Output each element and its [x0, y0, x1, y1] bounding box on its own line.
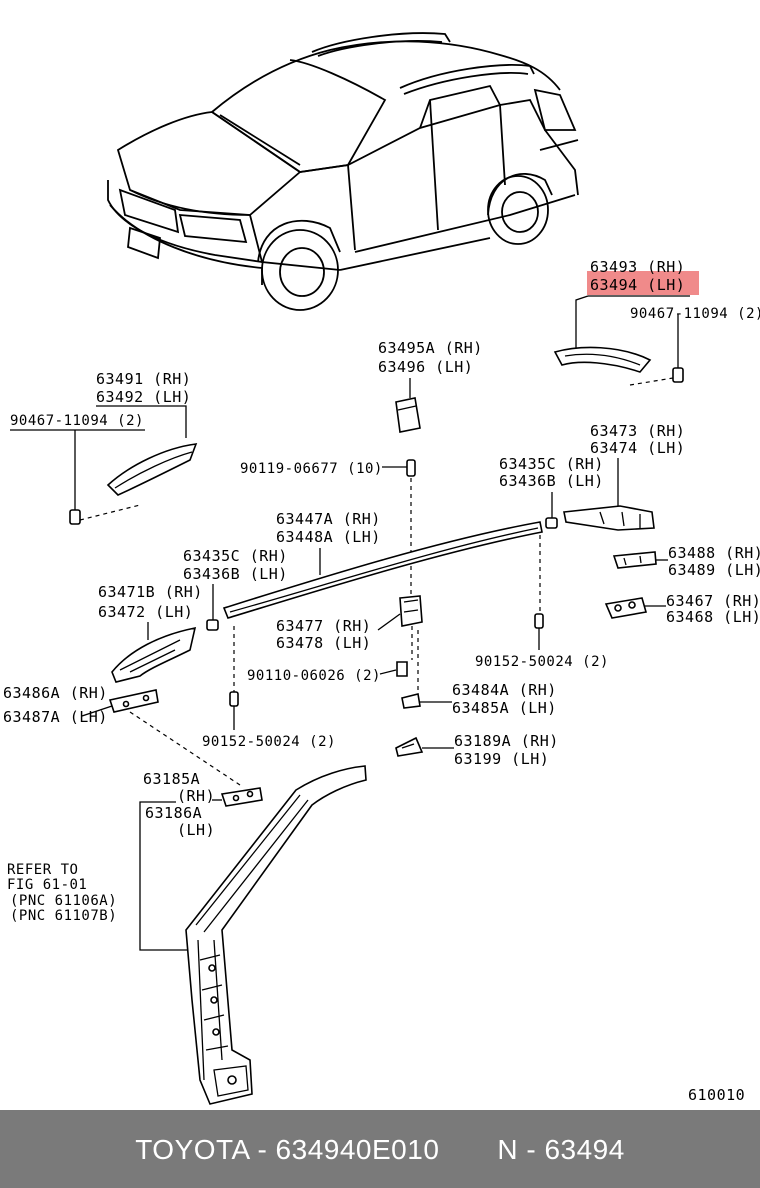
refer-line-3: (PNC 61106A) — [10, 893, 117, 909]
label-90152-right: 90152-50024 (2) — [475, 654, 609, 670]
part-63487a — [108, 689, 159, 713]
label-63488: 63488 (RH) — [668, 544, 760, 562]
label-63448a: 63448A (LH) — [276, 528, 381, 546]
figure-number: 610010 — [688, 1086, 745, 1104]
label-63493: 63493 (RH) — [590, 258, 685, 276]
part-63489 — [612, 551, 657, 569]
label-63447a: 63447A (RH) — [276, 510, 381, 528]
label-63491: 63491 (RH) — [96, 370, 191, 388]
footer-part-info: TOYOTA - 634940E010 N - 63494 — [135, 1134, 625, 1165]
label-63436b-left: 63436B (LH) — [183, 565, 288, 583]
label-63436b-right: 63436B (LH) — [499, 472, 604, 490]
label-63496: 63496 (LH) — [378, 358, 473, 376]
label-63467: 63467 (RH) — [666, 592, 760, 610]
refer-line-1: REFER TO — [7, 862, 78, 878]
clip-90152-left — [229, 691, 239, 707]
label-90467-left: 90467-11094 (2) — [10, 413, 144, 429]
pillar-illustration — [185, 765, 367, 1105]
parts-diagram: 63493 (RH) 63494 (LH) 90467-11094 (2) 63… — [3, 32, 760, 1105]
label-63474: 63474 (LH) — [590, 439, 685, 457]
refer-line-2: FIG 61-01 — [7, 877, 87, 893]
label-63477: 63477 (RH) — [276, 617, 371, 635]
bolt-90110 — [396, 661, 408, 677]
label-63473: 63473 (RH) — [590, 422, 685, 440]
label-63486a: 63486A (RH) — [3, 684, 108, 702]
label-90119: 90119-06677 (10) — [240, 461, 383, 477]
part-63435c-left — [206, 619, 219, 631]
part-63474 — [563, 505, 655, 531]
label-63435c-left: 63435C (RH) — [183, 547, 288, 565]
label-63186a: 63186A — [145, 804, 202, 822]
label-63487a: 63487A (LH) — [3, 708, 108, 726]
label-63494: 63494 (LH) — [590, 276, 685, 294]
label-63495a: 63495A (RH) — [378, 339, 483, 357]
label-63185a-rh: (RH) — [177, 787, 215, 805]
label-63468: 63468 (LH) — [666, 608, 760, 626]
part-63494 — [553, 346, 652, 373]
label-63185a: 63185A — [143, 770, 200, 788]
label-63485a: 63485A (LH) — [452, 699, 557, 717]
part-63435c-right — [545, 517, 558, 529]
label-63478: 63478 (LH) — [276, 634, 371, 652]
label-90467-right: 90467-11094 (2) — [630, 306, 760, 322]
label-90152-left: 90152-50024 (2) — [202, 734, 336, 750]
label-63189a: 63189A (RH) — [454, 732, 559, 750]
clip-90152-right — [534, 613, 544, 629]
part-63495a — [395, 397, 421, 433]
label-63492: 63492 (LH) — [96, 388, 191, 406]
car-illustration — [107, 32, 579, 311]
refer-line-4: (PNC 61107B) — [10, 908, 117, 924]
clip-90467-right — [672, 367, 684, 383]
part-63492 — [106, 443, 198, 496]
label-63472: 63472 (LH) — [98, 603, 193, 621]
part-63485a — [401, 693, 421, 709]
label-63489: 63489 (LH) — [668, 561, 760, 579]
label-90110: 90110-06026 (2) — [247, 668, 381, 684]
highlight-63494 — [587, 271, 699, 295]
part-63472 — [111, 626, 197, 683]
label-63471b: 63471B (RH) — [98, 583, 203, 601]
label-63484a: 63484A (RH) — [452, 681, 557, 699]
clip-90119 — [406, 459, 416, 477]
footer-bar: TOYOTA - 634940E010 N - 63494 — [0, 1110, 760, 1188]
label-63186a-lh: (LH) — [177, 821, 215, 839]
part-63199 — [395, 736, 424, 757]
clip-90467-left — [69, 509, 81, 525]
part-63186a — [220, 787, 263, 807]
part-63468 — [604, 597, 648, 619]
label-63199: 63199 (LH) — [454, 750, 549, 768]
label-63435c-right: 63435C (RH) — [499, 455, 604, 473]
